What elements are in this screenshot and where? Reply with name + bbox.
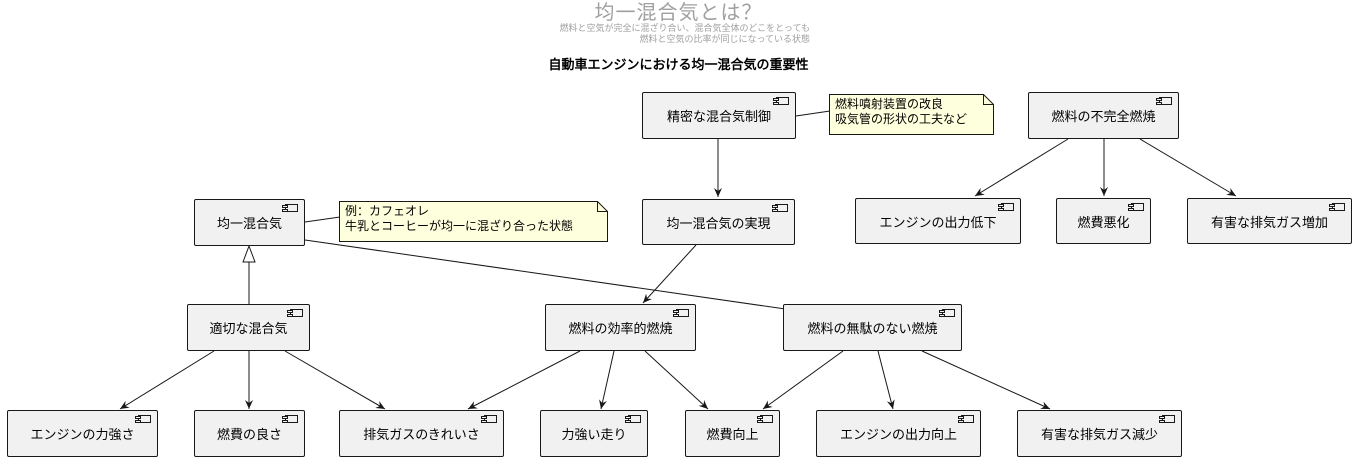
edge-homogeneous-to-nowaste [304, 239, 821, 317]
note-control-line-2: 吸気管の形状の工夫など [835, 112, 968, 126]
component-icon [772, 204, 788, 212]
node-powerful-run[interactable]: 力強い走り [540, 410, 648, 457]
node-good-fuel[interactable]: 燃費の良さ [194, 410, 305, 457]
diagram-title: 均一混合気とは？ [594, 0, 763, 24]
node-label: 燃費向上 [706, 428, 759, 443]
component-icon [481, 415, 497, 423]
node-label: 有害な排気ガス増加 [1210, 215, 1328, 231]
component-icon [1329, 203, 1345, 211]
node-efficient-combustion[interactable]: 燃料の効率的燃焼 [545, 304, 696, 351]
node-label: 精密な混合気制御 [666, 110, 771, 125]
note-control: 燃料噴射装置の改良 吸気管の形状の工夫など [829, 94, 994, 135]
node-label: 均一混合気 [216, 217, 282, 232]
edge-nowaste-to-fuelup [762, 350, 844, 410]
node-label: 燃料の不完全燃焼 [1051, 110, 1156, 125]
component-icon [958, 415, 974, 423]
subtitle-line-2: 燃料と空気の比率が同じになっている状態 [639, 35, 810, 45]
edge-efficient-to-run [599, 350, 615, 410]
component-icon [673, 309, 689, 317]
node-exhaust-up[interactable]: 有害な排気ガス増加 [1187, 198, 1352, 244]
node-label: エンジンの出力向上 [839, 428, 957, 443]
node-clean-exhaust[interactable]: 排気ガスのきれいさ [339, 410, 504, 457]
node-label: 適切な混合気 [209, 322, 288, 337]
note-control-line-1: 燃料噴射装置の改良 [835, 97, 944, 111]
node-label: 有害な排気ガス減少 [1040, 428, 1158, 443]
diagram-heading: 自動車エンジンにおける均一混合気の重要性 [548, 58, 809, 73]
note-shape [339, 201, 608, 242]
note-link-control [795, 110, 831, 117]
node-no-waste-combustion[interactable]: 燃料の無駄のない燃焼 [783, 304, 962, 351]
node-label: 排気ガスのきれいさ [363, 428, 480, 443]
edge-incomplete-to-output-down [974, 138, 1069, 197]
node-label: 力強い走り [561, 428, 627, 443]
component-icon [135, 415, 151, 423]
node-homogeneous[interactable]: 均一混合気 [194, 199, 305, 246]
component-icon [998, 203, 1014, 211]
note-example-line-2: 牛乳とコーヒーが均一に混ざり合った状態 [345, 219, 574, 233]
edge-proper-to-power [119, 350, 215, 410]
note-shape [829, 94, 994, 135]
note-example-line-1: 例：カフェオレ [345, 204, 430, 218]
note-link-example [304, 216, 341, 223]
component-icon [773, 97, 789, 105]
node-label: 燃料の効率的燃焼 [568, 322, 673, 337]
node-exhaust-down[interactable]: 有害な排気ガス減少 [1017, 410, 1182, 457]
component-icon [282, 204, 298, 212]
node-realization[interactable]: 均一混合気の実現 [642, 199, 795, 245]
node-proper-mixture[interactable]: 適切な混合気 [187, 304, 310, 351]
component-icon [1128, 203, 1144, 211]
edge-efficient-to-fuelup [644, 350, 709, 410]
component-icon [282, 415, 298, 423]
edge-proper-to-clean [284, 350, 386, 410]
node-label: 均一混合気の実現 [666, 216, 771, 232]
node-output-down[interactable]: エンジンの出力低下 [855, 198, 1021, 244]
edge-nowaste-to-outputup [877, 350, 895, 410]
node-label: エンジンの出力低下 [879, 215, 997, 231]
node-incomplete-combustion[interactable]: 燃料の不完全燃焼 [1028, 92, 1179, 139]
component-icon [625, 415, 641, 423]
node-engine-power[interactable]: エンジンの力強さ [7, 410, 158, 457]
subtitle-line-1: 燃料と空気が完全に混ざり合い、混合気全体のどこをとっても [559, 24, 810, 34]
component-icon [1159, 415, 1175, 423]
component-icon [287, 309, 303, 317]
component-icon [939, 309, 955, 317]
node-label: 燃費の良さ [216, 428, 282, 443]
edge-efficient-to-clean [467, 350, 581, 410]
edge-realization-to-efficient [642, 244, 697, 304]
edge-nowaste-to-exhaustdown [921, 350, 1051, 410]
note-example: 例：カフェオレ 牛乳とコーヒーが均一に混ざり合った状態 [339, 201, 608, 242]
node-label: 燃料の無駄のない燃焼 [807, 322, 938, 337]
node-precise-control[interactable]: 精密な混合気制御 [642, 92, 796, 139]
node-fuel-worse[interactable]: 燃費悪化 [1056, 198, 1151, 244]
inherit-triangle [242, 244, 256, 263]
edge-incomplete-to-exhaust-up [1139, 138, 1237, 197]
node-label: エンジンの力強さ [30, 428, 135, 443]
component-icon [1156, 97, 1172, 105]
node-fuel-up[interactable]: 燃費向上 [685, 410, 780, 457]
component-icon [757, 415, 773, 423]
node-output-up[interactable]: エンジンの出力向上 [816, 410, 981, 457]
node-label: 燃費悪化 [1077, 215, 1130, 231]
